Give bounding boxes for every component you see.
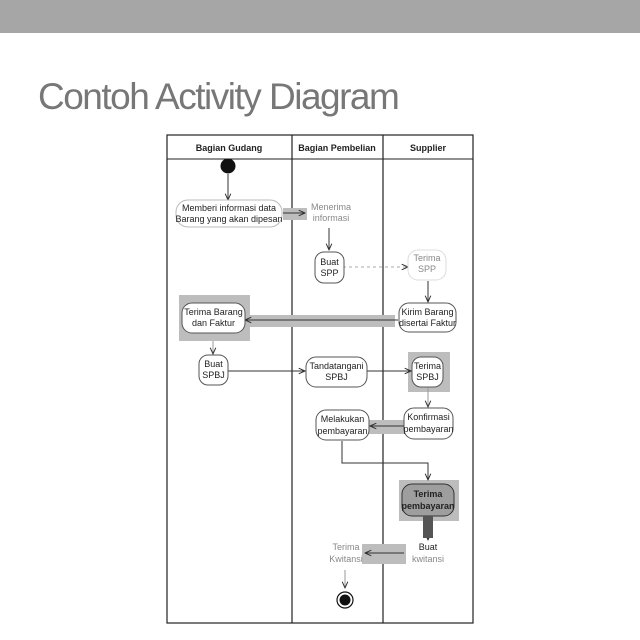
activity-tandatangani-spbj-box bbox=[305, 356, 368, 388]
activity-terima-barang-box bbox=[181, 302, 246, 334]
activity-buat-spp-line-2: SPP bbox=[320, 268, 338, 278]
activity-terima-spbj-line-1: Terima bbox=[414, 361, 441, 371]
final-node-ring bbox=[336, 591, 354, 609]
activity-buat-kwitansi-line-1: Buat bbox=[419, 542, 438, 552]
activity-terima-kwitansi-line-2: Kwitansi bbox=[329, 554, 363, 564]
activity-buat-spbj-box bbox=[198, 354, 229, 386]
activity-konfirmasi-pembayaran-line-1: Konfirmasi bbox=[407, 412, 450, 422]
activity-terima-spp-box bbox=[407, 249, 447, 281]
activity-buat-spp-line-1: Buat bbox=[320, 257, 339, 267]
activity-memberi-informasi-box bbox=[175, 199, 283, 228]
activity-melakukan-pembayaran: Melakukan pembayaran bbox=[315, 409, 370, 441]
activity-konfirmasi-pembayaran-line-2: pembayaran bbox=[403, 424, 453, 434]
slide-title: Contoh Activity Diagram bbox=[38, 76, 400, 117]
activity-tandatangani-spbj-line-2: SPBJ bbox=[325, 372, 348, 382]
lane-title-pembelian: Bagian Pembelian bbox=[298, 143, 376, 153]
activity-terima-spbj-box bbox=[411, 356, 444, 388]
activity-terima-pembayaran-line-1: Terima bbox=[414, 489, 444, 499]
activity-buat-spbj-line-2: SPBJ bbox=[202, 370, 225, 380]
activity-buat-spbj: Buat SPBJ bbox=[198, 354, 229, 386]
activity-konfirmasi-pembayaran: Konfirmasi pembayaran bbox=[403, 407, 454, 440]
activity-terima-barang-line-1: Terima Barang bbox=[184, 307, 243, 317]
activity-buat-kwitansi-line-2: kwitansi bbox=[412, 554, 444, 564]
final-node-icon bbox=[336, 591, 354, 609]
activity-menerima-informasi-line-1: Menerima bbox=[311, 202, 351, 212]
activity-terima-barang-line-2: dan Faktur bbox=[192, 318, 235, 328]
activity-tandatangani-spbj: Tandatangani SPBJ bbox=[305, 356, 368, 388]
activity-kirim-barang: Kirim Barang disertai Faktur bbox=[398, 302, 457, 333]
swimlane-border bbox=[166, 134, 474, 624]
highlight-konfirmasi-to-melakukan bbox=[368, 420, 408, 434]
activity-buat-kwitansi: Buat kwitansi bbox=[412, 516, 444, 564]
activity-melakukan-pembayaran-box bbox=[315, 409, 370, 441]
activity-konfirmasi-pembayaran-box bbox=[403, 407, 454, 440]
activity-buat-spp: Buat SPP bbox=[314, 251, 345, 284]
activity-menerima-informasi: Menerima informasi bbox=[311, 202, 351, 223]
activity-terima-pembayaran: Terima pembayaran bbox=[401, 483, 455, 517]
activity-terima-spp-line-2: SPP bbox=[418, 264, 436, 274]
slide-header-bar bbox=[0, 0, 640, 33]
activity-buat-spbj-line-1: Buat bbox=[204, 359, 223, 369]
initial-node-icon bbox=[220, 158, 236, 174]
activity-terima-kwitansi: Terima Kwitansi bbox=[329, 542, 363, 564]
edge-melakukan-to-terima-pembayaran bbox=[341, 441, 428, 480]
activity-memberi-informasi-line-1: Memberi informasi data bbox=[182, 203, 276, 213]
activity-menerima-informasi-line-2: informasi bbox=[313, 213, 350, 223]
activity-memberi-informasi-line-2: Barang yang akan dipesan bbox=[175, 214, 282, 224]
activity-kirim-barang-line-2: disertai Faktur bbox=[399, 318, 456, 328]
activity-terima-kwitansi-line-1: Terima bbox=[332, 542, 359, 552]
activity-memberi-informasi: Memberi informasi data Barang yang akan … bbox=[175, 199, 283, 228]
highlight-gudang-to-pembelian bbox=[283, 208, 307, 220]
activity-terima-spp-line-1: Terima bbox=[413, 253, 440, 263]
lane-title-gudang: Bagian Gudang bbox=[196, 143, 263, 153]
activity-melakukan-pembayaran-line-2: pembayaran bbox=[317, 426, 367, 436]
lane-title-supplier: Supplier bbox=[410, 143, 447, 153]
activity-tandatangani-spbj-line-1: Tandatangani bbox=[309, 361, 363, 371]
activity-kirim-barang-line-1: Kirim Barang bbox=[401, 307, 453, 317]
activity-melakukan-pembayaran-line-1: Melakukan bbox=[321, 414, 365, 424]
activity-terima-spbj-line-2: SPBJ bbox=[416, 372, 439, 382]
activity-kirim-barang-box bbox=[398, 302, 457, 333]
highlight-kirim-to-terima-barang bbox=[245, 315, 395, 327]
activity-terima-pembayaran-line-2: pembayaran bbox=[401, 501, 454, 511]
activity-buat-spp-box bbox=[314, 251, 345, 284]
final-node-core bbox=[339, 594, 351, 606]
highlight-kwitansi bbox=[362, 544, 406, 564]
activity-terima-spp: Terima SPP bbox=[407, 249, 447, 281]
activity-terima-barang: Terima Barang dan Faktur bbox=[181, 302, 246, 334]
activity-terima-spbj: Terima SPBJ bbox=[411, 356, 444, 388]
activity-buat-kwitansi-marker bbox=[423, 516, 433, 538]
